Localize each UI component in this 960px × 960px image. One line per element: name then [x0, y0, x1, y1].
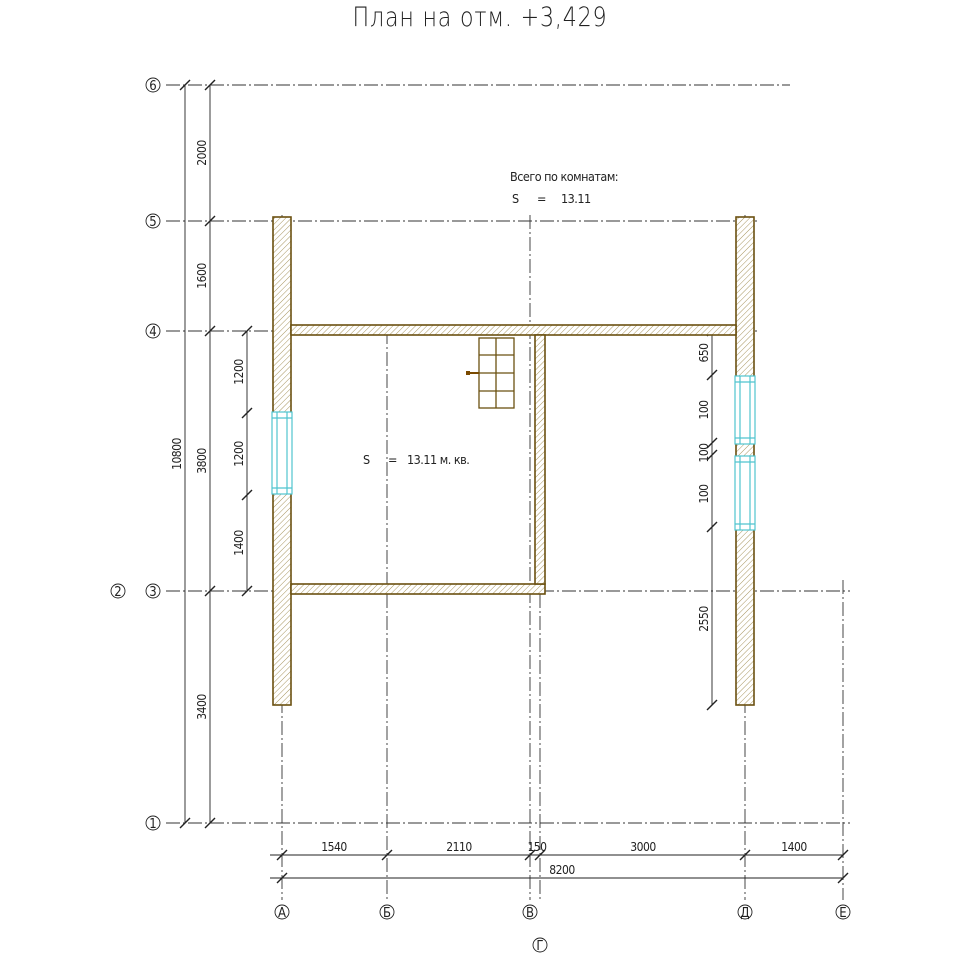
wall-axis-4	[290, 324, 737, 336]
wall-axis-g	[534, 334, 546, 585]
axis-label-3: 3	[149, 585, 156, 600]
axis-label-6: 6	[149, 79, 156, 94]
axis-label-e: Е	[839, 906, 846, 921]
axis-bubble-1	[145, 815, 161, 831]
axis-label-4: 4	[149, 325, 156, 340]
summary-equals: =	[537, 191, 546, 206]
axis-bubble-g	[532, 937, 548, 953]
dim-right-wall-5: 2550	[697, 606, 711, 632]
axis-bubble-5	[145, 213, 161, 229]
dim-left-wall-2: 1200	[232, 441, 246, 467]
stair-hatch	[466, 337, 515, 409]
dim-bottom-5: 1400	[781, 840, 807, 854]
axis-bubble-3	[145, 583, 161, 599]
drawing-title: План на отм. +3,429	[352, 2, 608, 33]
axis-label-1: 1	[149, 817, 156, 832]
dim-left-seg-4: 3400	[195, 694, 209, 720]
axis-label-2: 2	[114, 585, 121, 600]
dim-bottom-total: 8200	[549, 863, 575, 877]
dimension-lines	[179, 79, 849, 884]
window-right-upper	[734, 375, 756, 445]
axis-label-d: Д	[740, 906, 749, 921]
dim-bottom-4: 3000	[630, 840, 656, 854]
dim-left-outer: 10800	[170, 437, 184, 469]
dim-bottom-1: 1540	[321, 840, 347, 854]
axis-bubble-b	[379, 904, 395, 920]
dim-bottom-2: 2110	[446, 840, 472, 854]
window-left	[271, 411, 293, 495]
axis-bubble-4	[145, 323, 161, 339]
dim-left-seg-3: 3800	[195, 448, 209, 474]
summary-value: 13.11	[561, 191, 591, 206]
axis-bubble-2	[110, 583, 126, 599]
dim-left-seg-1: 2000	[195, 140, 209, 166]
window-right-lower	[734, 455, 756, 531]
dim-bottom-3: 150	[527, 840, 547, 854]
axis-bubble-e	[835, 904, 851, 920]
room-area: 13.11 м. кв.	[407, 452, 469, 467]
windows	[271, 375, 756, 531]
dim-left-wall-3: 1400	[232, 530, 246, 556]
dim-left-wall-1: 1200	[232, 359, 246, 385]
axis-label-v: В	[526, 906, 534, 921]
dim-right-wall-2: 100	[697, 400, 711, 420]
summary-s-symbol: S	[512, 191, 519, 206]
dim-right-wall-1: 650	[697, 343, 711, 363]
axis-label-g: Г	[536, 939, 543, 954]
dim-right-wall-4: 100	[697, 484, 711, 504]
room-equals: =	[388, 452, 397, 467]
dim-left-seg-2: 1600	[195, 263, 209, 289]
axis-label-5: 5	[149, 215, 156, 230]
axis-label-a: А	[278, 906, 286, 921]
dim-right-wall-3: 100	[697, 443, 711, 463]
axis-bubbles	[110, 77, 851, 953]
summary-heading: Всего по комнатам:	[510, 169, 618, 184]
axis-label-b: Б	[383, 906, 391, 921]
axis-bubble-a	[274, 904, 290, 920]
axis-bubble-v	[522, 904, 538, 920]
axis-bubble-d	[737, 904, 753, 920]
room-s-symbol: S	[363, 452, 370, 467]
wall-axis-3	[290, 583, 546, 595]
walls	[272, 216, 755, 706]
axis-bubble-6	[145, 77, 161, 93]
